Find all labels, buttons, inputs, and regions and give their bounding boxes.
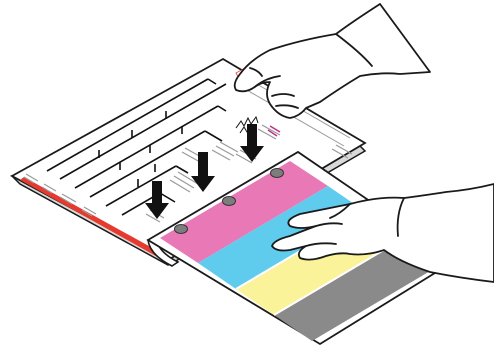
punch-hole-icon — [223, 197, 236, 206]
punch-hole-icon — [271, 169, 284, 178]
punch-hole-icon — [175, 225, 188, 234]
